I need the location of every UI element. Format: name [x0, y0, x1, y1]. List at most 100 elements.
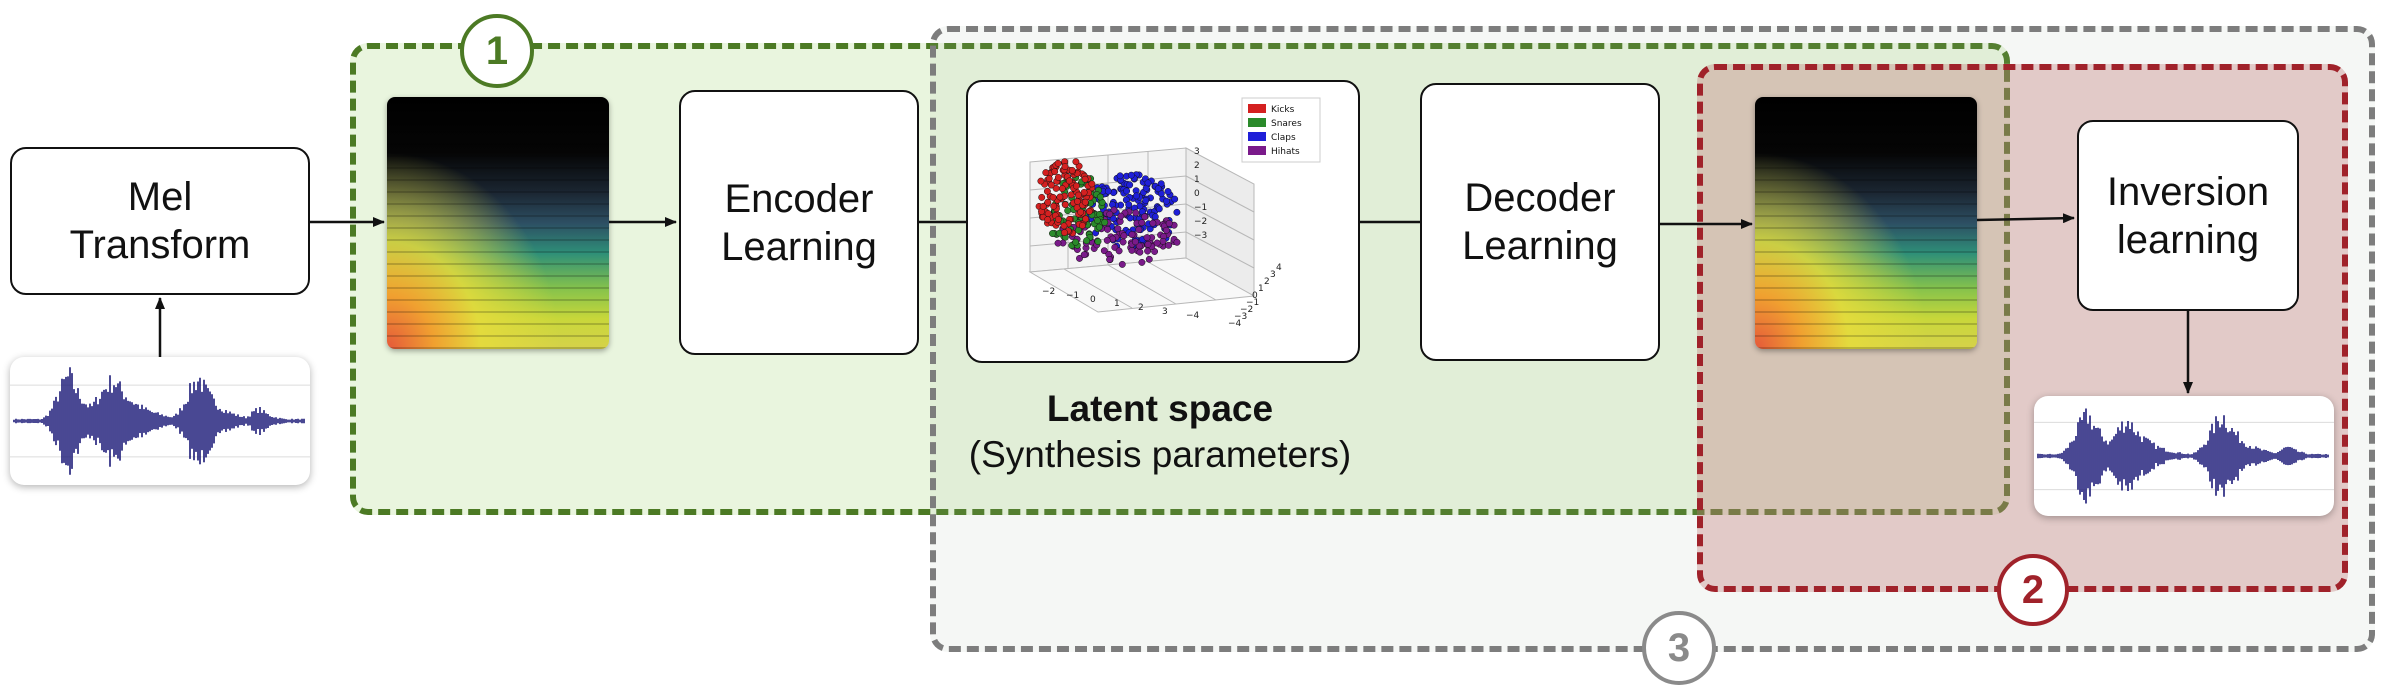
scatter-point	[1100, 247, 1108, 255]
scatter-point	[1119, 238, 1127, 246]
legend-swatch	[1248, 104, 1266, 113]
scatter-point	[1144, 240, 1152, 248]
scatter-point	[1145, 255, 1153, 263]
scatter-point	[1142, 196, 1150, 204]
scatter-point	[1054, 215, 1062, 223]
waveform-plot-output	[2034, 408, 2334, 504]
scatter-point	[1106, 256, 1114, 263]
scatter-point	[1067, 191, 1075, 199]
scatter-point	[1120, 232, 1128, 240]
scatter-point	[1164, 188, 1172, 195]
scatter-point	[1054, 159, 1062, 167]
scatter-point	[1072, 238, 1080, 246]
scatter-point	[1118, 260, 1126, 268]
scatter-point	[1106, 210, 1114, 218]
scatter-point	[1047, 181, 1055, 189]
z-tick-label: −4	[1228, 319, 1242, 329]
reconstructed-spectrogram	[1755, 97, 1977, 349]
scatter-point	[1058, 185, 1066, 193]
scatter-point	[1149, 219, 1157, 227]
scatter-point	[1155, 205, 1163, 213]
scatter-point	[1095, 223, 1103, 231]
scatter-point	[1101, 218, 1109, 226]
scatter-point	[1076, 254, 1083, 262]
badge-2: 2	[1997, 554, 2069, 626]
z-tick-label: 4	[1276, 263, 1282, 273]
inversion-learning-box: Inversion learning	[2077, 120, 2299, 311]
scatter-point	[1173, 208, 1181, 216]
y-tick-label: −2	[1194, 217, 1207, 227]
mel-transform-box: Mel Transform	[10, 147, 310, 295]
scatter-point	[1065, 177, 1073, 185]
y-tick-label: −1	[1194, 203, 1207, 213]
scatter-point	[1123, 187, 1131, 195]
badge-3: 3	[1642, 611, 1716, 685]
scatter-point	[1049, 193, 1057, 201]
x-tick-label: −4	[1186, 311, 1200, 321]
scatter-point	[1115, 247, 1123, 255]
legend-swatch	[1248, 118, 1266, 127]
scatter-point	[1054, 173, 1062, 181]
latent-space-subtitle: (Synthesis parameters)	[968, 434, 1352, 475]
scatter-point	[1050, 202, 1058, 210]
scatter-point	[1075, 191, 1082, 199]
y-tick-label: 1	[1194, 175, 1200, 185]
z-tick-label: 0	[1252, 291, 1258, 301]
encoder-learning-box: Encoder Learning	[679, 90, 919, 355]
legend-label: Kicks	[1271, 105, 1295, 115]
scatter-point	[1138, 219, 1146, 227]
scatter-point	[1165, 241, 1173, 249]
scatter-point	[1039, 202, 1047, 210]
x-tick-label: −1	[1066, 291, 1079, 301]
scatter-point	[1138, 258, 1146, 266]
scatter-point	[1060, 222, 1068, 230]
scatter-point	[1096, 193, 1104, 201]
x-tick-label: 3	[1162, 307, 1168, 317]
inversion-learning-label: Inversion learning	[2106, 169, 2270, 262]
z-tick-label: −2	[1240, 305, 1253, 315]
scatter-point	[1136, 248, 1144, 256]
input-spectrogram	[387, 97, 609, 349]
scatter-point	[1072, 182, 1080, 190]
scatter-point	[1125, 201, 1133, 209]
y-tick-label: 2	[1194, 161, 1200, 171]
z-tick-label: −3	[1234, 312, 1247, 322]
scatter-point	[1141, 213, 1149, 221]
legend-label: Snares	[1271, 119, 1302, 129]
scatter-point	[1110, 206, 1118, 214]
scatter-point	[1132, 209, 1140, 217]
z-tick-label: 1	[1258, 284, 1264, 294]
decoder-learning-box: Decoder Learning	[1420, 83, 1660, 361]
output-waveform	[2034, 396, 2334, 516]
z-tick-label: 2	[1264, 277, 1270, 287]
waveform-plot-input	[10, 367, 310, 475]
y-tick-label: 0	[1194, 189, 1200, 199]
scatter-point	[1128, 231, 1136, 238]
scatter-point	[1103, 236, 1111, 244]
scatter-point	[1104, 187, 1112, 195]
scatter-point	[1068, 166, 1076, 174]
scatter-point	[1093, 217, 1101, 224]
scatter-point	[1081, 198, 1089, 206]
scatter-point	[1157, 190, 1165, 198]
mel-transform-label: Mel Transform	[69, 175, 251, 267]
scatter-point	[1165, 219, 1173, 227]
input-waveform	[10, 357, 310, 485]
x-tick-label: −2	[1042, 287, 1055, 297]
decoder-learning-label: Decoder Learning	[1462, 176, 1618, 268]
scatter-point	[1163, 197, 1170, 205]
scatter-point	[1083, 237, 1091, 245]
scatter-point	[1064, 207, 1072, 215]
scatter-point	[1045, 175, 1053, 183]
scatter-point	[1117, 212, 1125, 220]
scatter-point	[1116, 172, 1124, 180]
scatter-points	[1035, 158, 1181, 268]
scatter-point	[1135, 226, 1143, 234]
scatter-point	[1085, 207, 1093, 215]
